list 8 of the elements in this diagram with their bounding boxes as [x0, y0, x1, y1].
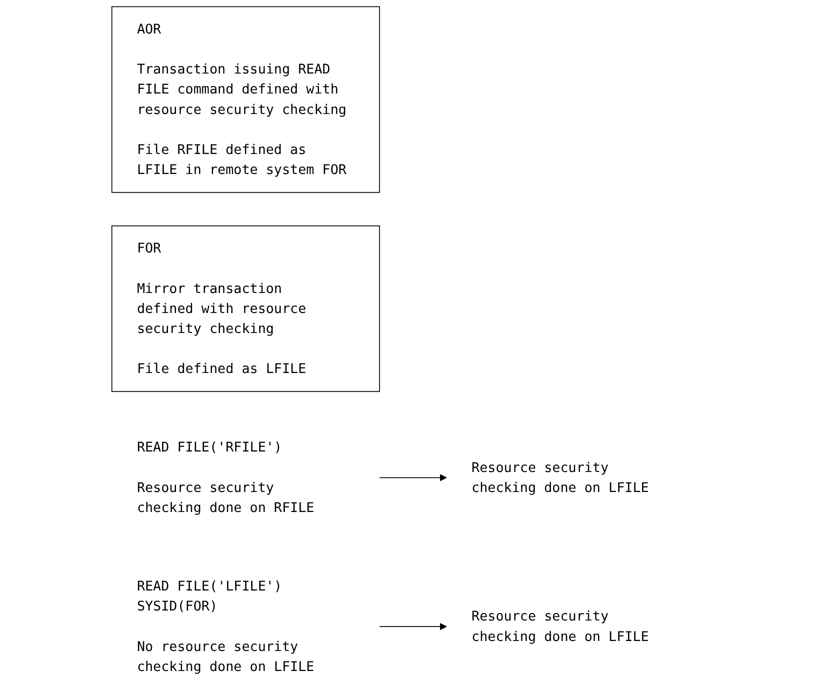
node-text: READ FILE('LFILE') SYSID(FOR) No resource security checking done on LFILE — [136, 578, 314, 674]
node-text: Resource security checking done on LFILE — [472, 459, 649, 496]
node-box: FOR Mirror transaction defined with resource security checking File defined as LFILE — [111, 225, 380, 392]
node-text: READ FILE('RFILE') Resource security checking done on RFILE — [136, 439, 314, 516]
node-text: Resource security checking done on LFILE — [472, 608, 649, 644]
arrow — [379, 622, 447, 630]
arrow — [379, 474, 447, 482]
node-box: AOR Transaction issuing READ FILE command defined with resource security checking File RFILE defined as LFILE in remote system FOR — [111, 6, 380, 193]
